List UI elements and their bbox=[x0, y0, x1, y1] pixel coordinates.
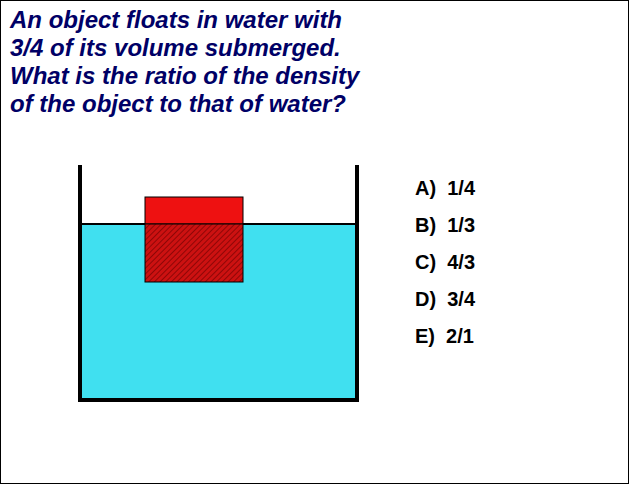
block-above-water bbox=[145, 197, 243, 224]
container bbox=[80, 165, 357, 400]
answer-choice: B) 1/3 bbox=[415, 213, 475, 237]
answer-choice: E) 2/1 bbox=[415, 324, 474, 348]
block-submerged bbox=[145, 224, 243, 282]
water bbox=[80, 224, 357, 398]
answer-choice: A) 1/4 bbox=[415, 176, 475, 200]
answer-choice: C) 4/3 bbox=[415, 250, 475, 274]
question-heading: An object floats in water with 3/4 of it… bbox=[10, 6, 372, 118]
answer-choice: D) 3/4 bbox=[415, 287, 475, 311]
